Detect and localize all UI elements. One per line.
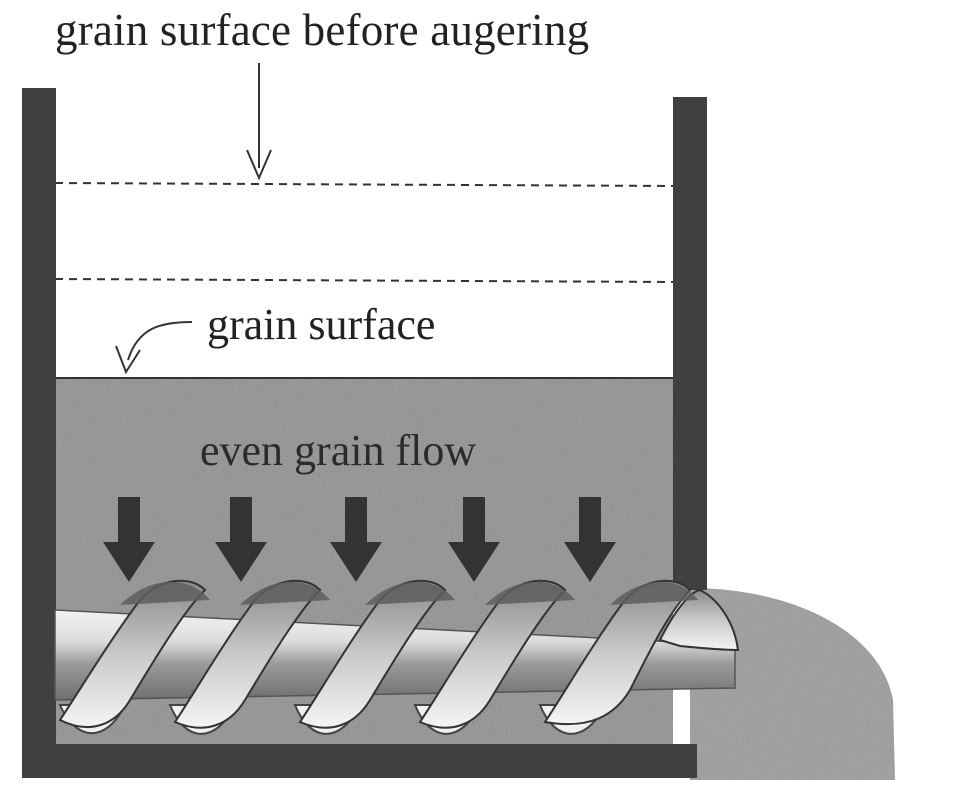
down-arrow-icon	[448, 497, 500, 582]
auger	[54, 579, 740, 735]
flight-tops	[120, 581, 698, 605]
arrowhead-icon	[246, 149, 272, 181]
bottom-floor	[22, 744, 697, 778]
down-arrow-icon	[103, 497, 155, 582]
initial-surface-dashed-line	[54, 182, 676, 187]
down-arrow-icon	[564, 497, 616, 582]
left-wall	[22, 88, 56, 778]
grain-flow-label: even grain flow	[200, 426, 477, 475]
before-augering-label: grain surface before augering	[55, 5, 590, 55]
grain-surface-label: grain surface	[207, 300, 436, 349]
down-arrow-icon	[330, 497, 382, 582]
intermediate-surface-dashed-line	[54, 278, 676, 283]
before-pointer	[246, 63, 272, 181]
bin-walls	[22, 88, 707, 778]
curved-arrow-icon	[115, 321, 193, 375]
flow-arrows	[103, 497, 616, 582]
right-wall	[673, 97, 707, 590]
down-arrow-icon	[215, 497, 267, 582]
auger-flights	[58, 579, 740, 729]
